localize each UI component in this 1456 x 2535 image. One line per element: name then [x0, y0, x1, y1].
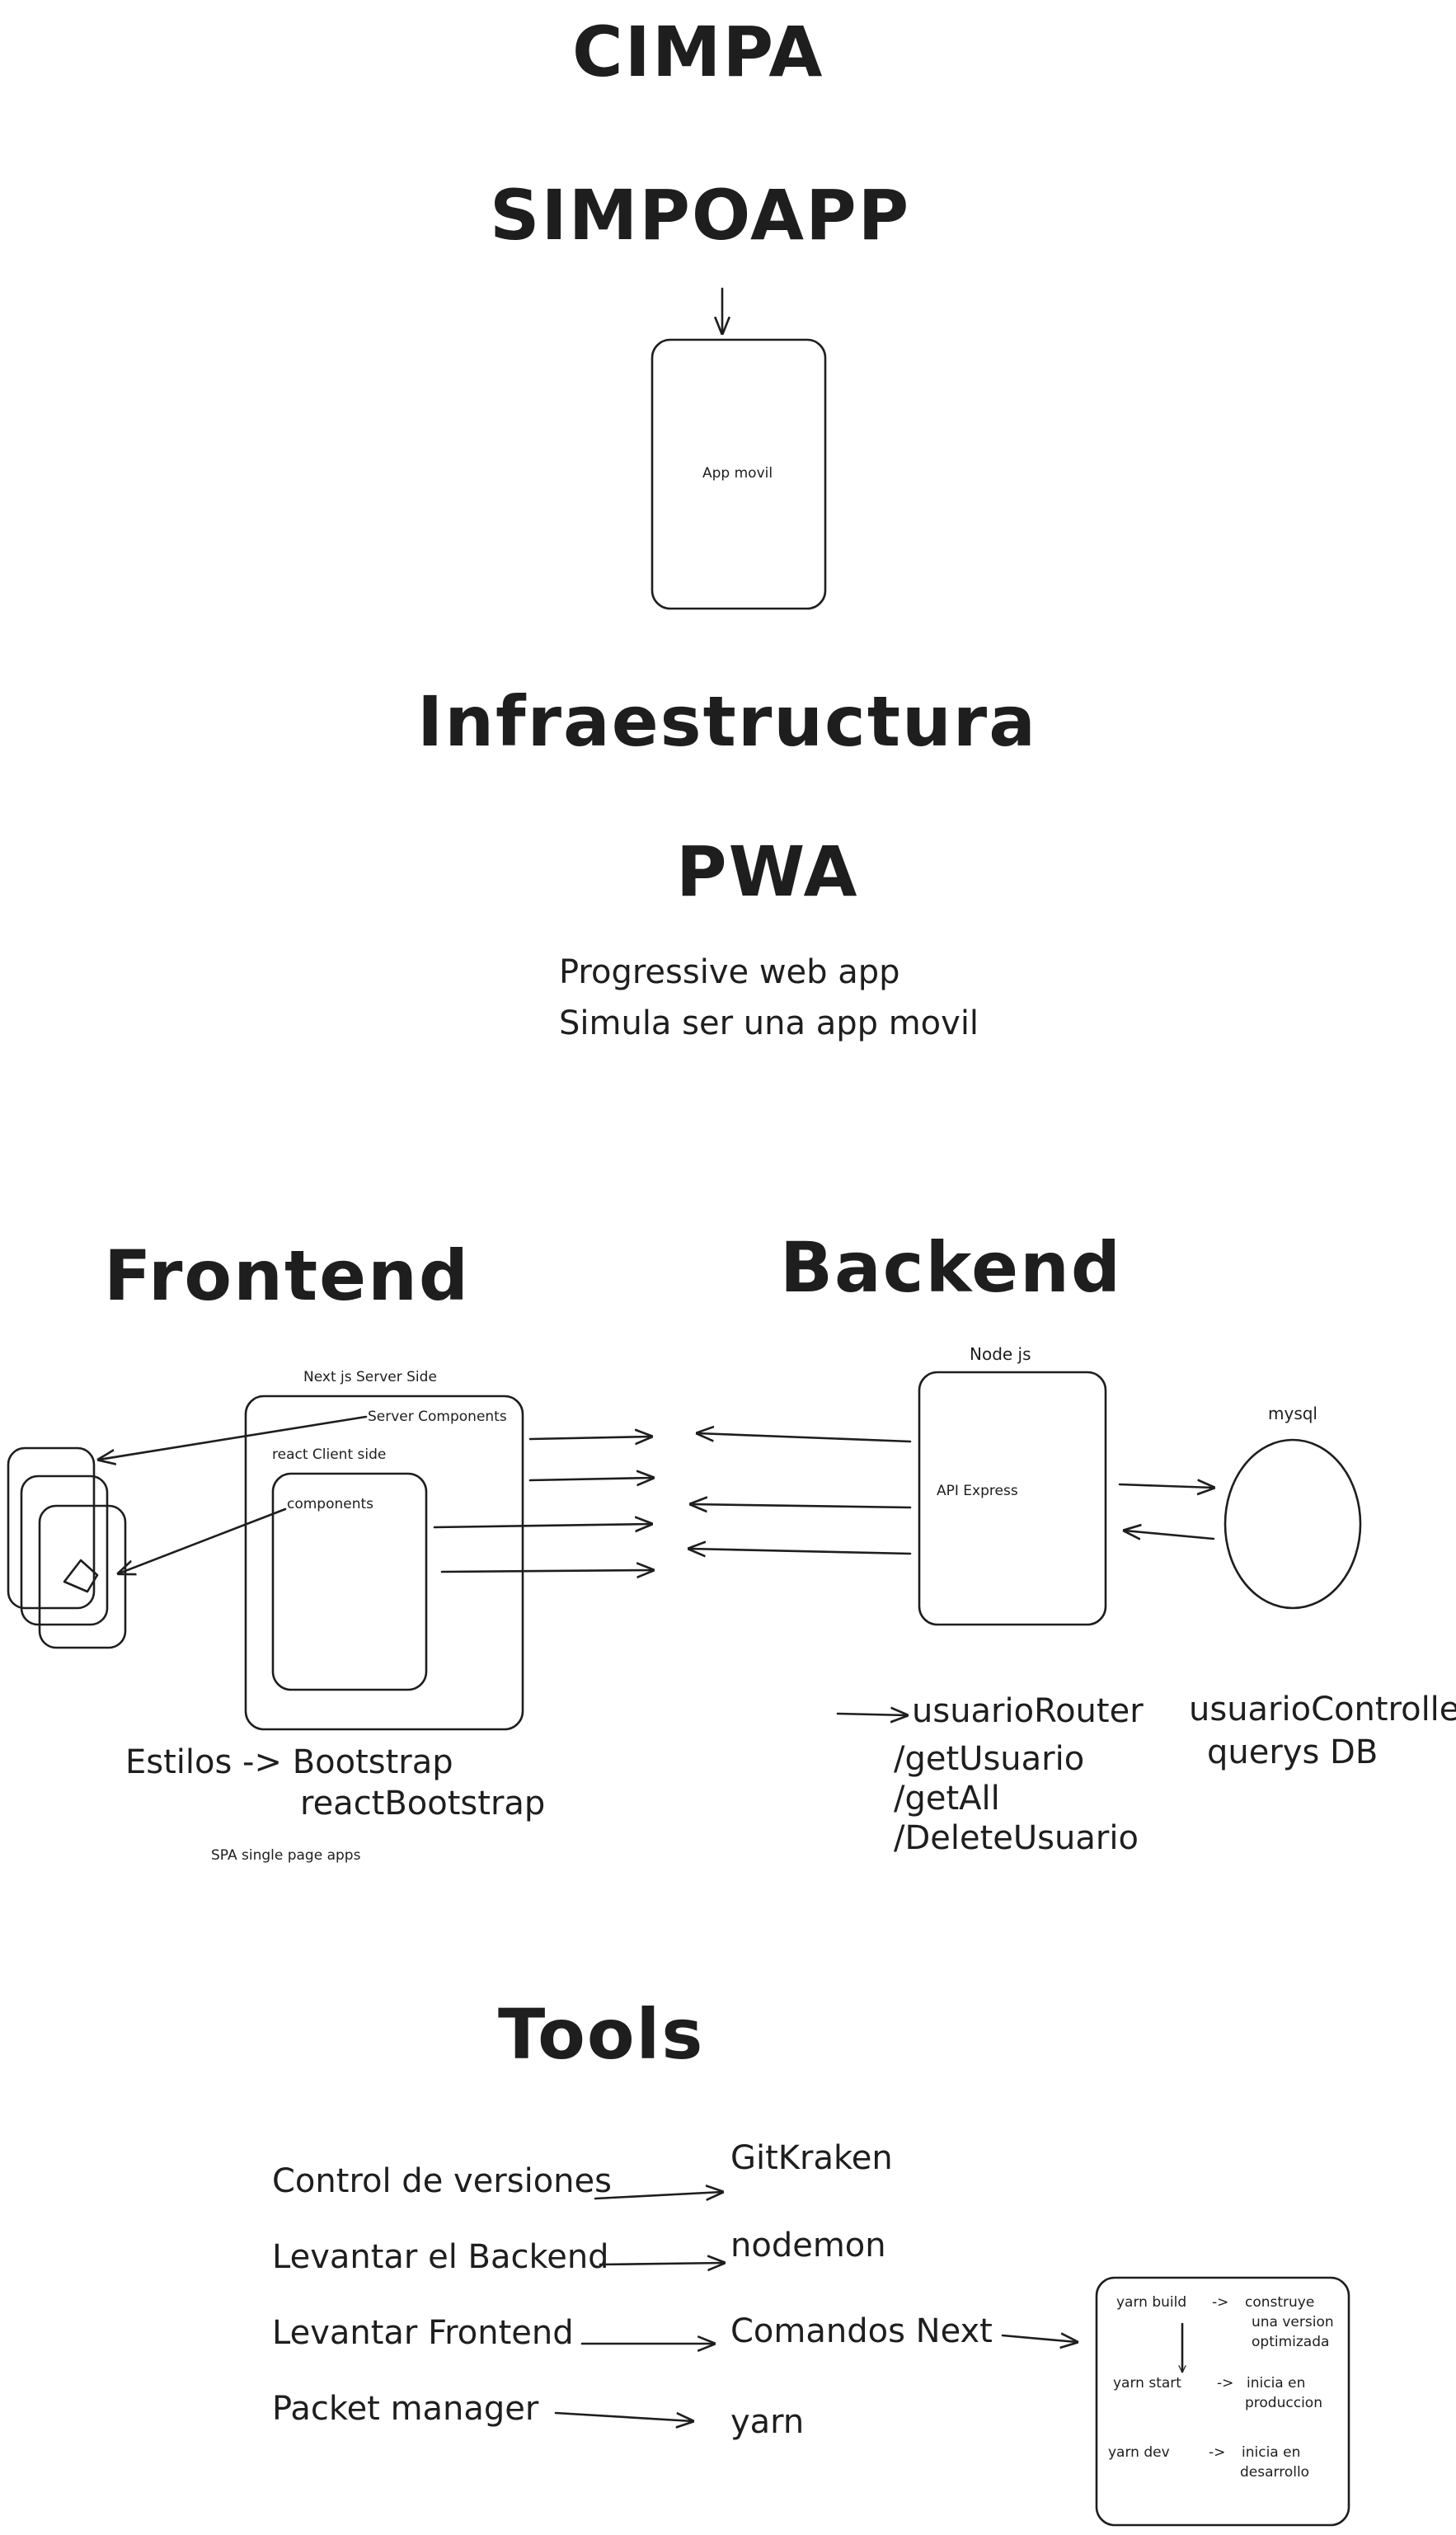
arrow-front-1: [528, 1437, 651, 1439]
title-cimpa: CIMPA: [572, 12, 824, 92]
styles-line1: Estilos -> Bootstrap: [125, 1743, 453, 1781]
api-express-label: API Express: [937, 1483, 1018, 1499]
arrow-front-3: [433, 1524, 651, 1527]
arrow-api-db: [1118, 1484, 1214, 1488]
cmd-yarn-start-desc1: inicia en: [1247, 2375, 1306, 2392]
component-piece: [63, 1559, 99, 1593]
tool-value-gitkraken: GitKraken: [730, 2139, 893, 2177]
arrow-front-4: [440, 1570, 653, 1572]
cmd-yarn-start-desc2: produccion: [1245, 2395, 1322, 2411]
route-get-all: /getAll: [894, 1780, 1000, 1818]
tool-value-yarn: yarn: [730, 2403, 805, 2441]
cmd-yarn-build-desc2: una version: [1252, 2314, 1334, 2330]
tool-label-packet-manager: Packet manager: [272, 2390, 539, 2428]
arrow-front-2: [528, 1478, 653, 1480]
arrow-router: [836, 1714, 907, 1715]
title-tools: Tools: [498, 1994, 705, 2075]
mobile-app-box: [651, 338, 827, 610]
arrow-server-components: [99, 1415, 368, 1460]
cmd-yarn-build: yarn build: [1116, 2294, 1187, 2311]
route-get-usuario: /getUsuario: [894, 1740, 1085, 1778]
components-label: components: [287, 1496, 374, 1512]
title-frontend: Frontend: [104, 1235, 470, 1316]
pwa-desc-line2: Simula ser una app movil: [559, 1004, 979, 1042]
arrow-to-commands: [1001, 2335, 1077, 2342]
cmd-arrow-build: ->: [1212, 2294, 1229, 2311]
cmd-yarn-start: yarn start: [1113, 2375, 1181, 2392]
arrow-tool-2: [599, 2263, 724, 2265]
arrow-tool-4: [554, 2411, 693, 2421]
arrow-db-api: [1125, 1531, 1215, 1539]
arrow-back-1: [697, 1433, 912, 1443]
usuario-router: usuarioRouter: [912, 1692, 1144, 1730]
node-api-box: [918, 1371, 1107, 1626]
styles-line2: reactBootstrap: [300, 1785, 546, 1822]
mobile-app-label: App movil: [702, 465, 773, 482]
spa-label: SPA single page apps: [211, 1847, 361, 1864]
react-client-label: react Client side: [272, 1446, 387, 1463]
arrow-back-2: [691, 1504, 912, 1507]
page-stack-front: [38, 1504, 127, 1649]
cmd-yarn-build-desc1: construye: [1245, 2294, 1315, 2311]
nextjs-server-box: [244, 1394, 524, 1731]
cmd-yarn-dev-desc1: inicia en: [1242, 2444, 1301, 2461]
page-stack-back: [7, 1446, 96, 1610]
page-stack-middle: [20, 1474, 109, 1626]
tool-value-nodemon: nodemon: [730, 2227, 886, 2265]
server-components-label: Server Components: [368, 1409, 507, 1425]
usuario-controller: usuarioController: [1189, 1691, 1456, 1728]
arrow-back-3: [689, 1549, 912, 1554]
arrow-components: [119, 1507, 287, 1573]
mysql-label: mysql: [1268, 1404, 1317, 1423]
react-client-box: [271, 1472, 428, 1691]
tool-label-frontend: Levantar Frontend: [272, 2314, 574, 2352]
title-infraestructura: Infraestructura: [417, 681, 1037, 762]
querys-db: querys DB: [1207, 1733, 1379, 1771]
title-backend: Backend: [780, 1227, 1123, 1308]
cmd-yarn-dev-desc2: desarrollo: [1240, 2464, 1310, 2481]
pwa-desc-line1: Progressive web app: [559, 953, 900, 991]
cmd-arrow-dev: ->: [1209, 2444, 1226, 2461]
title-simpoapp: SIMPOAPP: [490, 175, 911, 256]
route-delete-usuario: /DeleteUsuario: [894, 1819, 1139, 1857]
tool-label-backend: Levantar el Backend: [272, 2238, 609, 2276]
tool-value-next-commands: Comandos Next: [730, 2312, 993, 2350]
arrow-tool-1: [594, 2192, 722, 2199]
mysql-database: [1224, 1438, 1362, 1610]
tool-label-versions: Control de versiones: [272, 2162, 612, 2200]
nextjs-label: Next js Server Side: [303, 1369, 437, 1385]
cmd-arrow-start: ->: [1217, 2375, 1234, 2392]
title-pwa: PWA: [676, 831, 859, 912]
nodejs-label: Node js: [970, 1344, 1031, 1364]
cmd-yarn-dev: yarn dev: [1108, 2444, 1170, 2461]
yarn-commands-box: [1095, 2276, 1350, 2527]
cmd-yarn-build-desc3: optimizada: [1252, 2334, 1330, 2350]
